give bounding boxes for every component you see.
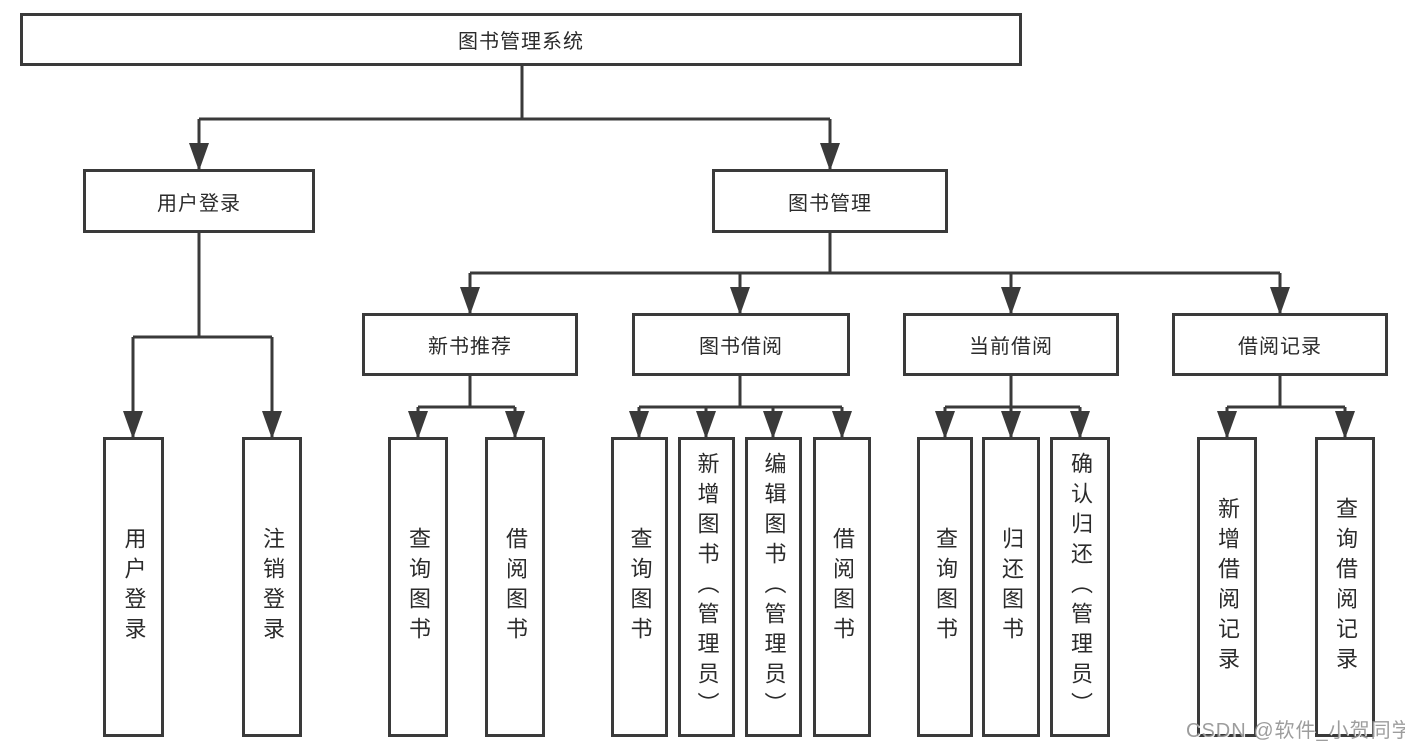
node-user-login: 用户登录 <box>83 169 315 233</box>
leaf-user-login: 用户登录 <box>103 437 164 737</box>
node-label: 用户登录 <box>157 192 241 215</box>
connector-arrows <box>123 119 1355 439</box>
leaf-add-books-admin: 新增图书（管理员） <box>678 437 735 737</box>
leaf-query-borrow-record: 查询借阅记录 <box>1315 437 1375 737</box>
node-label: 注销登录 <box>260 527 285 647</box>
node-label: 借阅图书 <box>830 527 855 647</box>
csdn-watermark: CSDN @软件_小贺同学 <box>1186 720 1405 742</box>
leaf-edit-books-admin: 编辑图书（管理员） <box>745 437 802 737</box>
node-label: 确认归还（管理员） <box>1068 452 1093 722</box>
node-new-book-recommend: 新书推荐 <box>362 313 578 376</box>
leaf-return-books: 归还图书 <box>982 437 1040 737</box>
leaf-borrow-books-recommend: 借阅图书 <box>485 437 545 737</box>
node-label: 编辑图书（管理员） <box>761 452 787 722</box>
leaf-query-books-borrow: 查询图书 <box>611 437 668 737</box>
node-label: 查询图书 <box>933 527 958 647</box>
leaf-logout: 注销登录 <box>242 437 302 737</box>
node-label: 用户登录 <box>121 527 147 647</box>
node-label: 图书借阅 <box>699 336 783 358</box>
leaf-borrow-books: 借阅图书 <box>813 437 871 737</box>
node-label: 图书管理系统 <box>458 31 584 53</box>
node-book-management: 图书管理 <box>712 169 948 233</box>
node-current-borrowing: 当前借阅 <box>903 313 1119 376</box>
node-borrowing-records: 借阅记录 <box>1172 313 1388 376</box>
node-label: 新书推荐 <box>428 336 512 358</box>
node-label: 当前借阅 <box>969 336 1053 358</box>
leaf-query-books-current: 查询图书 <box>917 437 973 737</box>
node-book-borrowing: 图书借阅 <box>632 313 850 376</box>
node-library-system: 图书管理系统 <box>20 13 1022 66</box>
leaf-query-books-recommend: 查询图书 <box>388 437 448 737</box>
node-label: 查询借阅记录 <box>1333 497 1358 677</box>
node-label: 借阅图书 <box>503 527 528 647</box>
node-label: 新增借阅记录 <box>1215 497 1240 677</box>
node-label: 查询图书 <box>627 527 653 647</box>
leaf-confirm-return-admin: 确认归还（管理员） <box>1050 437 1110 737</box>
node-label: 新增图书（管理员） <box>694 452 720 722</box>
node-label: 查询图书 <box>406 527 431 647</box>
leaf-add-borrow-record: 新增借阅记录 <box>1197 437 1257 737</box>
node-label: 借阅记录 <box>1238 336 1322 358</box>
node-label: 归还图书 <box>999 527 1024 647</box>
connector-rails <box>133 66 1345 409</box>
node-label: 图书管理 <box>788 192 872 215</box>
